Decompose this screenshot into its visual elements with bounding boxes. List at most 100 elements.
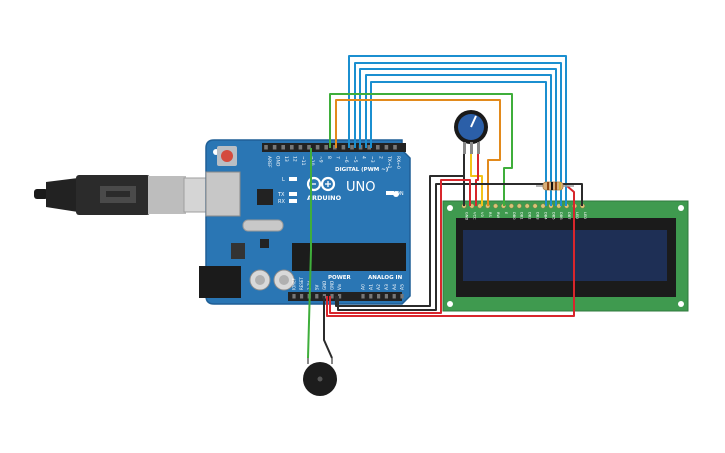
- digital-pin[interactable]: [298, 145, 303, 150]
- digital-pin[interactable]: [341, 145, 346, 150]
- led-rx: [289, 199, 297, 203]
- digital-pin[interactable]: [376, 145, 380, 150]
- digital-pin[interactable]: [367, 145, 371, 150]
- digital-pin[interactable]: [264, 145, 268, 150]
- analog-pin-label: A4: [392, 284, 398, 290]
- analog-pin-label: A1: [368, 284, 374, 290]
- power-pin[interactable]: [315, 294, 319, 299]
- digital-pin[interactable]: [290, 145, 294, 150]
- small-chip: [260, 239, 269, 248]
- led-l: [289, 177, 297, 181]
- wire-black[interactable]: [323, 296, 333, 359]
- analog-pin[interactable]: [369, 294, 373, 299]
- power-jack: [199, 266, 241, 298]
- lcd-pin-label: DB6: [559, 212, 563, 220]
- lcd-pin[interactable]: [524, 203, 530, 209]
- wire-blue[interactable]: [365, 74, 552, 206]
- digital-pin[interactable]: [324, 145, 328, 150]
- lcd-pin[interactable]: [508, 203, 514, 209]
- digital-pin-label: 8: [326, 156, 332, 159]
- lcd-pin[interactable]: [516, 203, 522, 209]
- regulator: [231, 243, 245, 259]
- digital-pin[interactable]: [350, 145, 354, 150]
- power-label: POWER: [328, 275, 352, 281]
- potentiometer[interactable]: [454, 110, 488, 154]
- led-rx-label: RX: [278, 199, 285, 205]
- lcd-pin-label: DB7: [567, 212, 571, 220]
- wire-blue[interactable]: [370, 81, 547, 206]
- lcd-pin-label: DB0: [512, 212, 516, 220]
- lcd-pin-label: E: [504, 212, 508, 215]
- digital-pin[interactable]: [315, 145, 320, 150]
- analog-pin[interactable]: [392, 294, 396, 299]
- digital-pin[interactable]: [281, 145, 285, 150]
- lcd-pin[interactable]: [493, 203, 499, 209]
- wire-black[interactable]: [337, 183, 583, 311]
- digital-header-label: DIGITAL (PWM ~): [335, 167, 389, 173]
- power-pin-label: IOREF: [292, 277, 297, 290]
- wire-green[interactable]: [329, 93, 513, 206]
- reset-button[interactable]: [217, 146, 237, 166]
- wire-red[interactable]: [326, 185, 575, 317]
- analog-pin[interactable]: [400, 294, 404, 299]
- lcd-pin-label: V0: [480, 212, 484, 217]
- wire-blue[interactable]: [359, 68, 557, 206]
- digital-pin[interactable]: [333, 145, 337, 150]
- arduino-uno-board[interactable]: L TX RX ON ARDUINO UNO DIGITAL (PWM ~) P…: [199, 139, 411, 305]
- mounting-hole: [393, 191, 399, 197]
- resistor[interactable]: [536, 181, 574, 191]
- lcd-pin-label: DB3: [536, 212, 540, 220]
- lcd-pin[interactable]: [532, 203, 538, 209]
- power-pin-label: GND: [322, 281, 327, 290]
- capacitor: [249, 269, 271, 291]
- lcd-pin[interactable]: [540, 203, 546, 209]
- power-pin[interactable]: [292, 294, 296, 299]
- wire-green[interactable]: [307, 148, 312, 359]
- power-pin[interactable]: [338, 294, 342, 299]
- power-pin-label: RESET: [299, 277, 304, 290]
- digital-pin[interactable]: [307, 145, 311, 150]
- analog-pin[interactable]: [377, 294, 381, 299]
- wire-yellow[interactable]: [470, 154, 483, 206]
- atmega-chip: [292, 243, 406, 271]
- lcd-pin-label: LED: [583, 212, 587, 219]
- digital-pin[interactable]: [384, 145, 389, 150]
- power-analog-header: [288, 292, 402, 301]
- piezo-buzzer[interactable]: [303, 358, 337, 396]
- lcd-pin-label: VCC: [472, 212, 476, 220]
- usb-chip: [257, 189, 273, 205]
- lcd-pin-label: DB2: [528, 212, 532, 220]
- wires: [307, 55, 583, 359]
- digital-pin[interactable]: [393, 145, 397, 150]
- digital-pin-label: AREF: [266, 156, 272, 168]
- led-tx: [289, 192, 297, 196]
- wire-blue[interactable]: [354, 62, 562, 206]
- lcd-pin-label: DB4: [543, 212, 547, 220]
- analog-pin[interactable]: [384, 294, 388, 299]
- wire-orange[interactable]: [335, 99, 501, 206]
- lcd-pin-label: RW: [496, 212, 500, 218]
- wire-red[interactable]: [475, 154, 479, 206]
- arduino-logo-text: ARDUINO: [307, 194, 342, 202]
- lcd-pin-label: RS: [488, 212, 492, 217]
- digital-pin-label: ~6: [343, 156, 349, 163]
- analog-pin[interactable]: [361, 294, 365, 299]
- lcd-pin-label: GND: [464, 212, 468, 220]
- usb-port: [205, 171, 241, 217]
- analog-pin-label: A5: [400, 284, 406, 290]
- power-pin[interactable]: [330, 294, 334, 299]
- wire-blue[interactable]: [348, 55, 567, 206]
- digital-pin-label: 7: [335, 156, 341, 159]
- power-pin[interactable]: [300, 294, 304, 299]
- digital-pin-label: ~3: [369, 156, 375, 163]
- lcd-pin-label: DB1: [520, 212, 524, 220]
- potentiometer-knob-indicator: [470, 115, 477, 128]
- wire-red[interactable]: [329, 179, 471, 314]
- analog-pin-label: A3: [384, 284, 390, 290]
- digital-pin[interactable]: [272, 145, 277, 150]
- power-pin-label: 5V: [314, 284, 319, 290]
- capacitor: [273, 269, 295, 291]
- digital-pin-label: 4: [360, 156, 366, 159]
